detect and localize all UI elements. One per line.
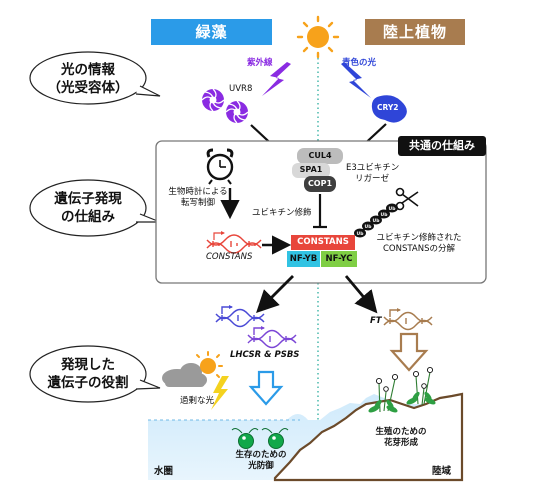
constans-gene-label: CONSTANS: [206, 252, 253, 262]
excess-light-bolt-icon: [211, 376, 229, 410]
bubble-gene-mechanism-line1: 遺伝子発現: [54, 191, 122, 207]
land-down-arrow: [389, 332, 429, 372]
clock-line2: 転写制御: [180, 198, 215, 208]
cloud-icon: [162, 363, 207, 387]
common-mechanism-badge: 共通の仕組み: [398, 136, 486, 156]
cry2-icon: [371, 95, 407, 123]
bubble-gene-mechanism-text: 遺伝子発現 の仕組み: [34, 190, 142, 226]
algae-cell-icon-2: [261, 428, 289, 449]
psbs-gene-icon: [247, 326, 297, 349]
degradation-label: ユビキチン修飾された CONSTANSの分解: [371, 233, 467, 255]
flowering-label: 生殖のための 花芽形成: [372, 427, 430, 449]
lhcsr-gene-icon: [215, 305, 265, 328]
ligase-line2: リガーゼ: [354, 174, 389, 184]
bubble-gene-role-line1: 発現した: [61, 357, 115, 373]
flowering-line1: 生殖のための: [375, 427, 427, 437]
bubble-light-info-line2: （光受容体）: [47, 80, 129, 96]
excess-light-label: 過剰な光: [180, 396, 215, 406]
nfyb-protein: NF-YB: [287, 251, 320, 267]
clock-line1: 生物時計による: [168, 187, 228, 197]
ub-tag-labels: Ub Ub Ub Ub Ub: [357, 206, 397, 237]
ubiquitin-chain-icon: [354, 203, 398, 238]
photoprotection-line2: 光防御: [248, 461, 274, 471]
algae-down-arrow: [248, 370, 284, 406]
bubble-light-info: [29, 51, 161, 105]
svg-text:Ub: Ub: [357, 231, 365, 237]
bubble-gene-mechanism: [29, 179, 161, 237]
photoprotection-line1: 生存のための: [235, 450, 287, 460]
uvr8-label: UVR8: [229, 84, 253, 94]
bubble-gene-role: [29, 345, 161, 403]
ft-label: FT: [370, 316, 382, 326]
lhcsr-psbs-label: LHCSR & PSBS: [230, 350, 300, 360]
bubble-light-info-line1: 光の情報: [61, 62, 115, 78]
sun-icon: [296, 15, 340, 59]
header-land-plants: 陸上植物: [365, 19, 465, 45]
to-land-arrow: [344, 275, 378, 314]
svg-text:Ub: Ub: [373, 218, 381, 224]
uvr8-icon: [201, 88, 249, 124]
e3-complex-icon: [292, 148, 343, 192]
to-algae-arrow: [256, 275, 294, 313]
ubiquitination-label: ユビキチン修飾: [252, 208, 312, 218]
blue-light-label: 青色の光: [342, 58, 377, 68]
cop1-label: COP1: [307, 179, 333, 188]
small-sun-icon: [196, 351, 223, 378]
svg-text:Ub: Ub: [365, 224, 373, 230]
cry2-label: CRY2: [377, 103, 399, 112]
bubble-gene-mechanism-line2: の仕組み: [61, 209, 115, 225]
scissors-icon: [395, 187, 419, 211]
constans-protein: CONSTANS: [291, 235, 355, 250]
ligase-label: E3ユビキチン リガーゼ: [346, 163, 400, 185]
blue-light-bolt-icon: [341, 62, 371, 98]
header-algae: 緑藻: [151, 19, 272, 45]
bubble-light-info-text: 光の情報 （光受容体）: [34, 61, 142, 97]
land-area: [273, 392, 464, 482]
flowering-line2: 花芽形成: [383, 438, 418, 448]
degradation-line1: ユビキチン修飾された: [376, 233, 462, 243]
alarm-clock-icon: [206, 148, 234, 185]
constans-gene-icon: [206, 231, 262, 254]
svg-text:Ub: Ub: [389, 206, 397, 212]
water-area-label: 水圏: [154, 466, 174, 477]
photoprotection-label: 生存のための 光防御: [232, 450, 290, 472]
ligase-line1: E3ユビキチン: [346, 163, 400, 173]
bubble-gene-role-line2: 遺伝子の役割: [47, 375, 129, 391]
spa1-label: SPA1: [299, 165, 323, 174]
uv-label: 紫外線: [247, 58, 273, 68]
degradation-line2: CONSTANSの分解: [383, 244, 455, 254]
nfyc-protein: NF-YC: [321, 251, 357, 267]
uv-bolt-icon: [262, 62, 291, 96]
bubble-gene-role-text: 発現した 遺伝子の役割: [34, 356, 142, 392]
ft-gene-icon: [383, 308, 433, 331]
clock-label: 生物時計による 転写制御: [168, 187, 228, 209]
flowering-plant-icon: [368, 366, 436, 413]
algae-cell-icon-1: [231, 428, 259, 449]
land-area-label: 陸域: [432, 466, 452, 477]
svg-text:Ub: Ub: [381, 212, 389, 218]
cul4-label: CUL4: [308, 151, 332, 160]
